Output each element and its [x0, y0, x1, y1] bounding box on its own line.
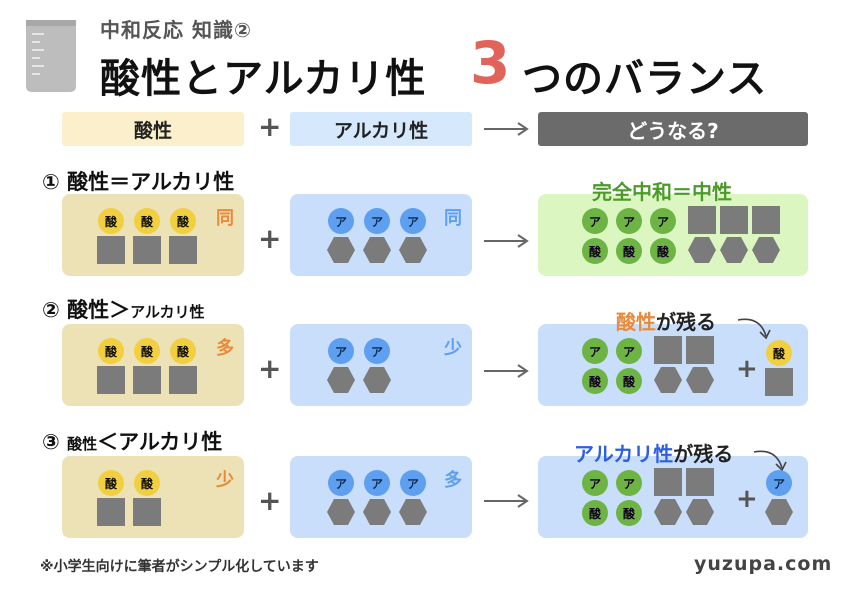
quantity-tag: 少: [216, 470, 234, 491]
case-2-result-label: 酸性が残る: [616, 310, 716, 334]
neutralized-acid: 酸: [582, 238, 608, 264]
acid-particle: 酸: [98, 338, 124, 364]
quantity-tag: +: [736, 484, 758, 514]
neutralized-alkali: ア: [650, 208, 676, 234]
acid-base-square: [133, 236, 161, 264]
quantity-tag: 少: [444, 338, 462, 359]
acid-base-square: [765, 368, 793, 396]
title-number: 3: [470, 29, 511, 97]
beaker-icon: [26, 20, 76, 92]
plus-sign: +: [258, 222, 282, 255]
alkali-base-hexagon: [363, 367, 391, 393]
alkali-base-hexagon: [363, 499, 391, 525]
alkali-base-hexagon: [686, 499, 714, 525]
alkali-base-hexagon: [399, 499, 427, 525]
neutralized-alkali: ア: [582, 338, 608, 364]
alkali-base-hexagon: [363, 237, 391, 263]
arrow-right-icon: [484, 364, 529, 378]
alkali-particle: ア: [328, 208, 354, 234]
acid-base-square: [97, 366, 125, 394]
neutralized-alkali: ア: [616, 208, 642, 234]
neutralized-alkali: ア: [616, 470, 642, 496]
alkali-base-hexagon: [327, 367, 355, 393]
arrow-right-icon: [484, 122, 529, 136]
quantity-tag: +: [736, 354, 758, 384]
arrow-right-icon: [484, 234, 529, 248]
legend-alkali: アルカリ性: [290, 112, 472, 146]
acid-base-square: [686, 336, 714, 364]
case-3-heading: ③ 酸性＜アルカリ性: [42, 430, 223, 454]
case-1-heading: ① 酸性＝アルカリ性: [42, 170, 235, 194]
acid-particle: 酸: [134, 470, 160, 496]
neutralized-acid: 酸: [582, 500, 608, 526]
quantity-tag: 多: [444, 470, 462, 491]
leftover-alkali-particle: ア: [766, 470, 792, 496]
acid-base-square: [720, 206, 748, 234]
footnote: ※小学生向けに筆者がシンプル化しています: [40, 559, 319, 575]
legend-result: どうなる?: [538, 112, 808, 146]
alkali-base-hexagon: [327, 499, 355, 525]
alkali-particle: ア: [328, 470, 354, 496]
site-credit: yuzupa.com: [694, 553, 833, 575]
acid-base-square: [686, 468, 714, 496]
quantity-tag: 多: [216, 338, 234, 359]
alkali-particle: ア: [328, 338, 354, 364]
alkali-particle: ア: [400, 208, 426, 234]
alkali-base-hexagon: [686, 367, 714, 393]
alkali-base-hexagon: [752, 237, 780, 263]
case-2-heading: ② 酸性＞アルカリ性: [42, 298, 205, 322]
alkali-base-hexagon: [720, 237, 748, 263]
arrow-right-icon: [484, 494, 529, 508]
neutralized-acid: 酸: [616, 500, 642, 526]
acid-particle: 酸: [134, 338, 160, 364]
acid-particle: 酸: [98, 208, 124, 234]
alkali-particle: ア: [364, 470, 390, 496]
acid-base-square: [752, 206, 780, 234]
acid-base-square: [133, 366, 161, 394]
quantity-tag: 同: [444, 208, 462, 229]
subtitle: 中和反応 知識②: [100, 18, 252, 42]
neutralized-acid: 酸: [616, 368, 642, 394]
neutralized-acid: 酸: [650, 238, 676, 264]
case-3-result-label: アルカリ性が残る: [574, 442, 734, 466]
acid-base-square: [169, 236, 197, 264]
curved-arrow-icon: [737, 318, 771, 340]
alkali-base-hexagon: [688, 237, 716, 263]
plus-sign: +: [258, 352, 282, 385]
acid-base-square: [688, 206, 716, 234]
alkali-particle: ア: [364, 208, 390, 234]
neutralized-acid: 酸: [616, 238, 642, 264]
alkali-base-hexagon: [654, 367, 682, 393]
alkali-base-hexagon: [327, 237, 355, 263]
acid-particle: 酸: [134, 208, 160, 234]
plus-sign: +: [258, 484, 282, 517]
alkali-particle: ア: [400, 470, 426, 496]
acid-base-square: [654, 468, 682, 496]
plus-sign: +: [258, 110, 282, 143]
acid-particle: 酸: [98, 470, 124, 496]
neutralized-acid: 酸: [582, 368, 608, 394]
acid-base-square: [97, 498, 125, 526]
legend-acid: 酸性: [62, 112, 244, 146]
neutralized-alkali: ア: [582, 470, 608, 496]
acid-particle: 酸: [170, 208, 196, 234]
page-title: 酸性とアルカリ性: [100, 56, 427, 102]
acid-base-square: [169, 366, 197, 394]
alkali-base-hexagon: [654, 499, 682, 525]
leftover-acid-particle: 酸: [766, 340, 792, 366]
case-1-result-label: 完全中和＝中性: [592, 180, 732, 204]
neutralized-alkali: ア: [582, 208, 608, 234]
neutralized-alkali: ア: [616, 338, 642, 364]
acid-base-square: [133, 498, 161, 526]
alkali-particle: ア: [364, 338, 390, 364]
quantity-tag: 同: [216, 208, 234, 229]
acid-particle: 酸: [170, 338, 196, 364]
acid-base-square: [654, 336, 682, 364]
alkali-base-hexagon: [399, 237, 427, 263]
alkali-base-hexagon: [765, 499, 793, 525]
page-title-suffix: つのバランス: [522, 56, 768, 102]
acid-base-square: [97, 236, 125, 264]
